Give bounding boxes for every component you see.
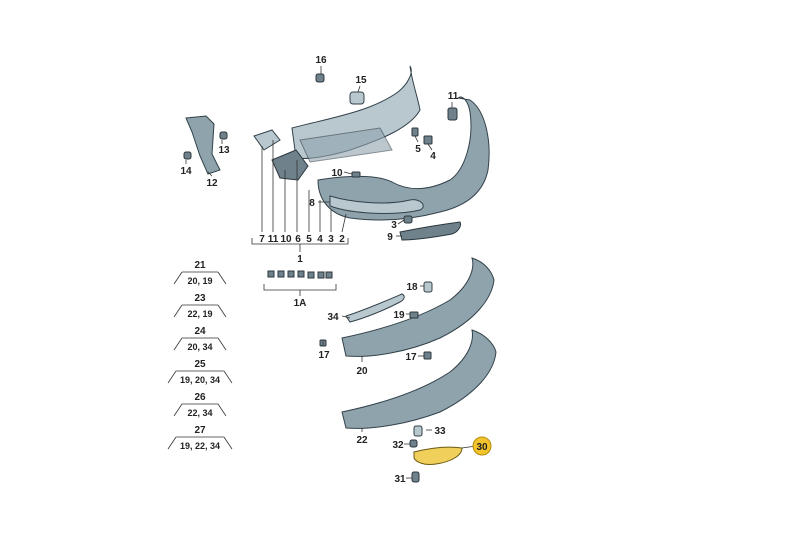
clip-19[interactable] — [409, 311, 419, 319]
label-14: 14 — [180, 166, 192, 177]
screw-10[interactable] — [351, 171, 361, 178]
nut-32[interactable] — [409, 439, 418, 448]
kit-id: 23 — [194, 293, 206, 304]
bumper-cover[interactable] — [317, 96, 490, 221]
group-1-item: 2 — [339, 234, 345, 245]
highlight-badge-30[interactable]: 30 — [472, 436, 492, 456]
label-17b: 17 — [405, 352, 417, 363]
group-1-item: 3 — [328, 234, 334, 245]
group-1-row: 7 11 10 6 5 4 3 2 — [259, 234, 345, 245]
bumper-bracket-left[interactable] — [185, 115, 221, 175]
clip-3[interactable] — [403, 215, 413, 224]
label-18: 18 — [406, 282, 418, 293]
label-20: 20 — [356, 366, 368, 377]
kit-items: 20, 19 — [187, 276, 212, 286]
kit-items: 19, 20, 34 — [180, 375, 220, 385]
kit-id: 25 — [194, 359, 206, 370]
label-22: 22 — [356, 435, 368, 446]
label-19: 19 — [393, 310, 405, 321]
cover-30[interactable] — [413, 446, 463, 465]
kit-id: 21 — [194, 260, 206, 271]
label-33: 33 — [434, 426, 446, 437]
label-11: 11 — [448, 91, 459, 102]
label-34: 34 — [327, 312, 339, 323]
kit-items: 22, 34 — [187, 408, 212, 418]
clip-5[interactable] — [411, 127, 419, 137]
label-1: 1 — [297, 254, 303, 265]
kit-id: 27 — [194, 425, 206, 436]
label-13: 13 — [218, 145, 230, 156]
label-1a: 1A — [294, 298, 307, 309]
kit-items: 22, 19 — [187, 309, 212, 319]
group-1-item: 4 — [317, 234, 323, 245]
group-1-item: 11 — [268, 234, 279, 245]
label-5: 5 — [415, 144, 421, 155]
kit-items: 20, 34 — [187, 342, 212, 352]
screw-17b[interactable] — [423, 351, 432, 360]
label-17a: 17 — [318, 350, 330, 361]
reflector-strip[interactable] — [399, 221, 461, 241]
fastener-set-1a[interactable] — [267, 270, 333, 279]
clip-4[interactable] — [423, 135, 433, 145]
label-32: 32 — [392, 440, 404, 451]
kit-legend: 21 20, 19 23 22, 19 24 20, 34 25 19, 20,… — [167, 260, 233, 451]
spoiler-22[interactable] — [341, 329, 497, 429]
label-15: 15 — [355, 75, 367, 86]
clip-33[interactable] — [413, 425, 423, 437]
kit-id: 24 — [194, 326, 206, 337]
clip-11[interactable] — [447, 107, 458, 121]
label-12: 12 — [206, 178, 218, 189]
label-16: 16 — [315, 55, 327, 66]
group-1-item: 7 — [259, 234, 265, 245]
group-1-item: 5 — [306, 234, 312, 245]
label-30: 30 — [476, 442, 488, 453]
label-3: 3 — [391, 220, 397, 231]
label-10: 10 — [331, 168, 343, 179]
group-1-item: 10 — [280, 234, 292, 245]
bushing-15[interactable] — [349, 91, 365, 105]
kit-id: 26 — [194, 392, 206, 403]
kit-items: 19, 22, 34 — [180, 441, 220, 451]
label-31: 31 — [394, 474, 406, 485]
label-8: 8 — [309, 198, 315, 209]
group-1-item: 6 — [295, 234, 301, 245]
bracket-7[interactable] — [253, 129, 281, 151]
screw-31[interactable] — [411, 471, 420, 483]
clip-16[interactable] — [315, 73, 325, 83]
guide-34[interactable] — [345, 293, 405, 323]
screw-13[interactable] — [219, 131, 228, 140]
screw-14[interactable] — [183, 151, 192, 160]
bolt-18[interactable] — [423, 281, 433, 293]
spoiler-20[interactable] — [341, 257, 495, 357]
label-4: 4 — [430, 151, 436, 162]
bumper-bracket-center[interactable] — [271, 149, 309, 181]
label-9: 9 — [387, 232, 393, 243]
